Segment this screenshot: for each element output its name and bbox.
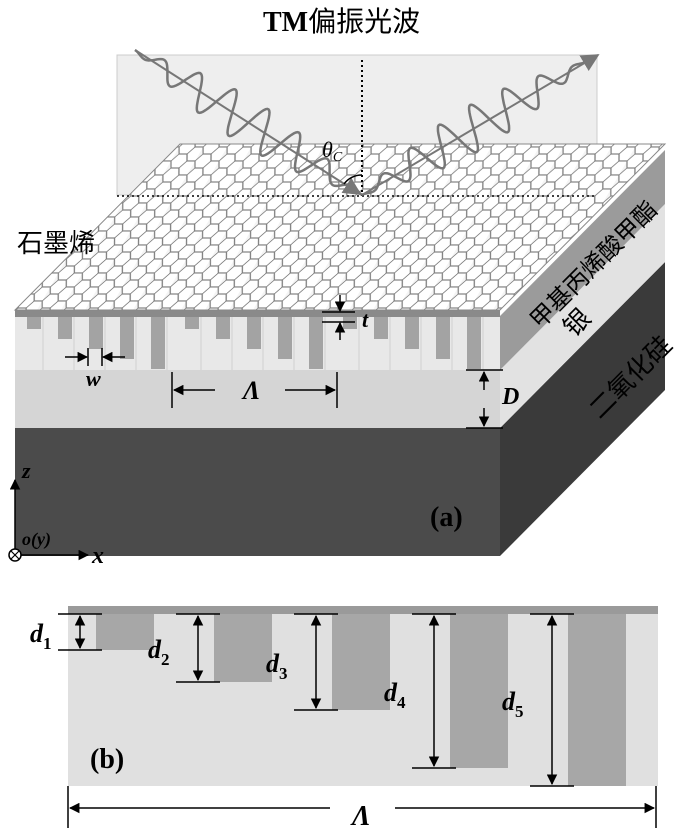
- groove: [89, 317, 103, 349]
- period-label-b: Λ: [350, 801, 371, 832]
- groove: [120, 317, 134, 359]
- groove: [467, 317, 481, 369]
- groove: [374, 317, 388, 339]
- z-axis-label: z: [21, 458, 31, 483]
- x-axis-label: x: [91, 543, 104, 569]
- D-label: D: [501, 384, 519, 410]
- groove: [436, 317, 450, 359]
- unit-cell-groove-4: [450, 614, 508, 768]
- groove: [343, 317, 357, 329]
- origin-label: o(y): [22, 529, 51, 550]
- groove: [58, 317, 72, 339]
- groove: [309, 317, 323, 369]
- unit-cell-groove-1: [96, 614, 154, 650]
- unit-cell-groove-3: [332, 614, 390, 710]
- groove: [216, 317, 230, 339]
- dimension-period-b: Λ: [68, 786, 656, 832]
- period-label-a: Λ: [241, 376, 260, 405]
- figure-title: TM偏振光波: [263, 5, 420, 38]
- panel-b-label: (b): [90, 744, 124, 775]
- groove: [278, 317, 292, 359]
- groove: [405, 317, 419, 349]
- groove: [27, 317, 41, 329]
- w-label: w: [86, 366, 101, 391]
- groove: [247, 317, 261, 349]
- groove: [151, 317, 165, 369]
- unit-cell-groove-2: [214, 614, 272, 682]
- t-label: t: [362, 307, 369, 332]
- graphene-label: 石墨烯: [17, 229, 95, 259]
- groove: [185, 317, 199, 329]
- unit-cell-groove-5: [568, 614, 626, 786]
- panel-a-label: (a): [430, 502, 463, 533]
- depth-label-d1: d1: [30, 619, 52, 653]
